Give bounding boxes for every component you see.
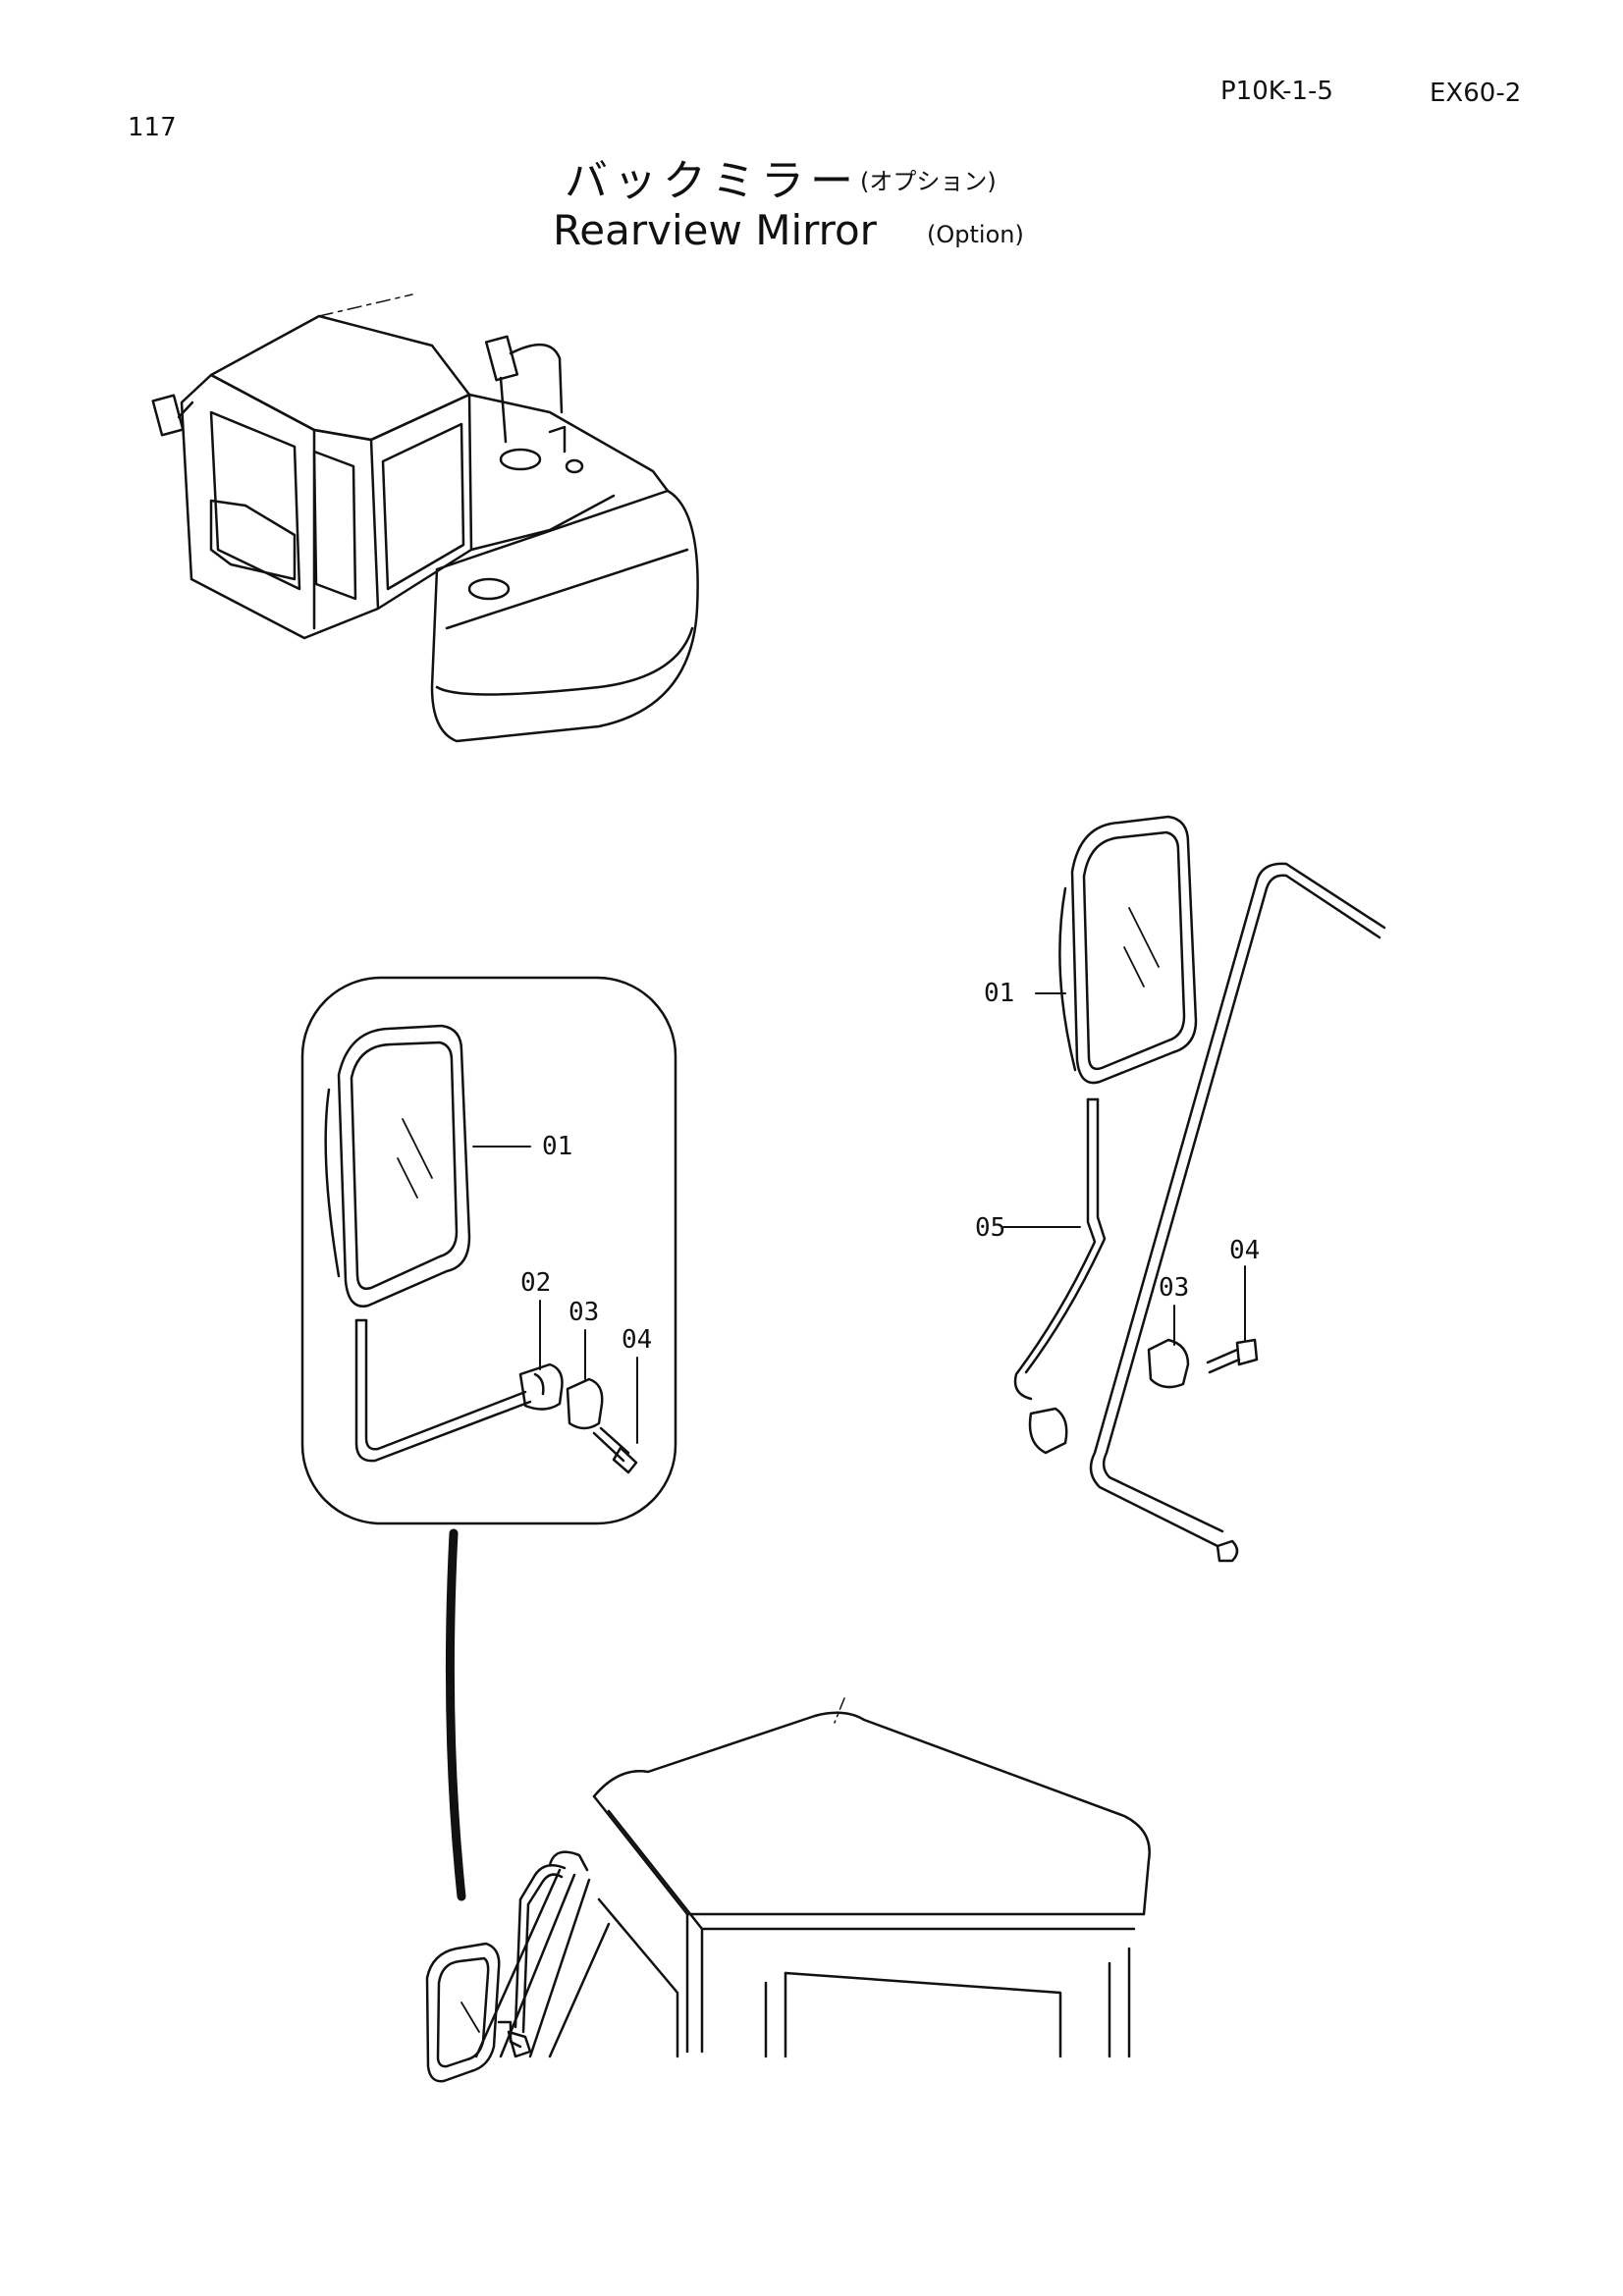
title-japanese: バックミラー [565,156,859,206]
callout-label: 01 [542,1132,573,1161]
document-code: P10K-1-5 [1220,77,1333,106]
callout-label: 04 [1229,1236,1261,1265]
title-japanese-sub: (オプション) [860,168,997,195]
excavator-overview-illustration [151,294,699,743]
callout-label: 05 [975,1213,1006,1243]
title-english-sub: (Option) [927,221,1024,248]
callout-label: 01 [984,979,1015,1008]
callout-label: 03 [1159,1273,1190,1303]
cab-detail-illustration [425,1697,1151,2083]
right-exploded-illustration [1002,815,1386,1563]
callout-label: 04 [622,1325,653,1355]
callout-label: 03 [568,1298,600,1327]
title-english: Rearview Mirror [553,206,877,254]
callout-label: 02 [520,1268,552,1298]
detail-connector-line [445,1528,466,1901]
page-number: 117 [128,113,177,142]
detail-inset-illustration [300,976,677,1525]
model-code: EX60-2 [1430,79,1522,108]
